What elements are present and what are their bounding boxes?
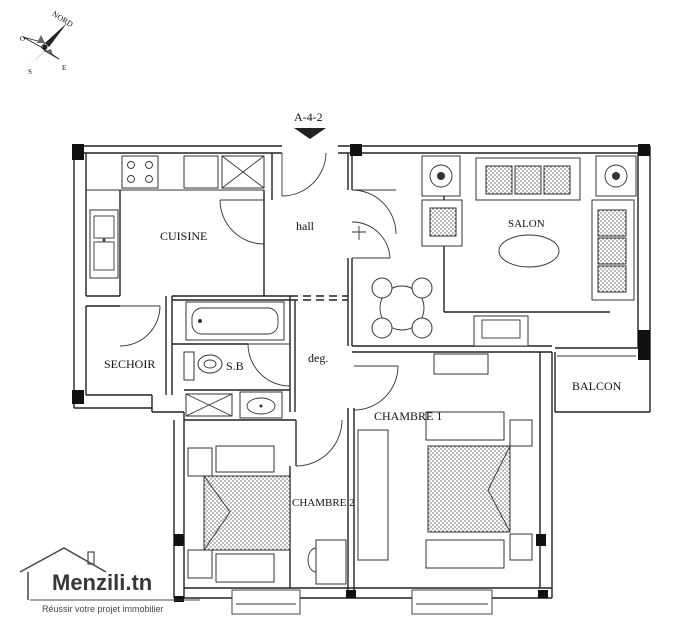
room-label-hall: hall [296, 219, 315, 233]
room-label-balcon: BALCON [572, 379, 622, 393]
kitchen: CUISINE [86, 155, 265, 279]
compass-north-label: NORD [51, 9, 75, 29]
room-label-sb: S.B [226, 359, 244, 373]
chambre-1: CHAMBRE 1 [357, 353, 533, 569]
entry-marker: A-4-2 [294, 110, 326, 139]
room-label-sechoir: SECHOIR [104, 357, 155, 371]
entry-arrow-icon [294, 128, 326, 139]
doors [119, 152, 399, 467]
chambre-2: CHAMBRE 2 [187, 445, 355, 585]
bathroom: S.B [183, 301, 285, 419]
compass-rose-icon [22, 23, 67, 67]
compass-east-label: E [62, 64, 66, 72]
watermark-brand: Menzili.tn [52, 570, 152, 595]
watermark-tagline: Réussir votre projet immobilier [42, 604, 164, 614]
room-label-salon: SALON [508, 218, 545, 230]
compass-west-label: O [20, 35, 25, 43]
house-logo-icon [19, 547, 107, 600]
pillars [72, 144, 650, 602]
room-label-chambre1: CHAMBRE 1 [374, 409, 442, 423]
salon: SALON [371, 155, 637, 347]
room-label-cuisine: CUISINE [160, 229, 207, 243]
room-label-deg: deg. [308, 351, 328, 365]
plan-id-label: A-4-2 [294, 110, 323, 124]
compass: NORD O S E [20, 9, 75, 76]
watermark: Menzili.tn Réussir votre projet immobili… [19, 547, 200, 614]
room-label-chambre2: CHAMBRE 2 [292, 497, 355, 509]
compass-south-label: S [28, 68, 32, 76]
